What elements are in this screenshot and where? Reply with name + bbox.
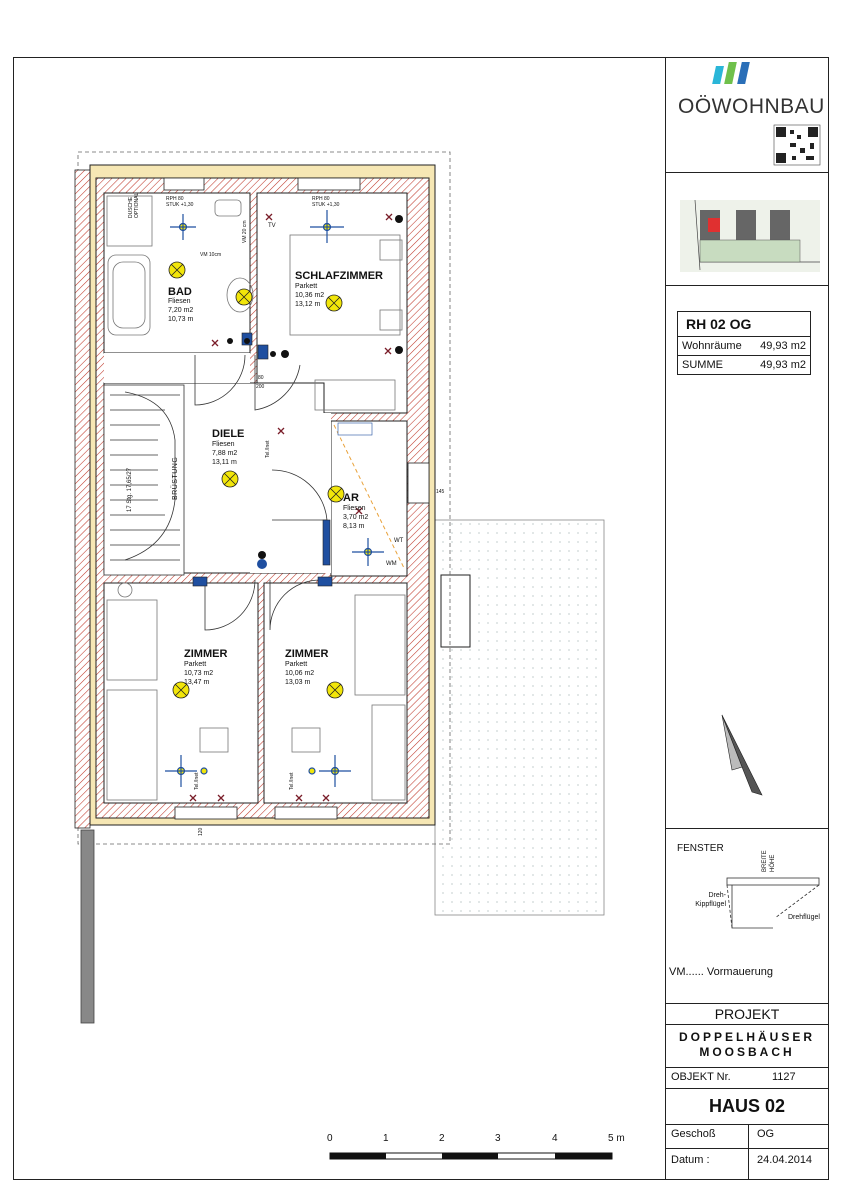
unit-code: RH 02 OG — [678, 312, 810, 337]
object-label: OBJEKT Nr. — [671, 1071, 731, 1083]
sockets — [227, 215, 403, 559]
doors — [194, 354, 328, 631]
site-plan-thumbnail — [680, 199, 820, 272]
dim-80: 80 — [258, 375, 264, 381]
legend-breite: BREITE — [762, 850, 768, 872]
room-name: BAD — [168, 286, 192, 298]
window-legend-symbol — [726, 877, 820, 929]
brand-name: OÖWOHNBAU — [678, 95, 825, 118]
unit-row-value: 49,93 m2 — [760, 340, 806, 352]
north-arrow-icon — [721, 714, 763, 796]
note-bruestung: BRÜSTUNG — [172, 456, 179, 500]
room-zimmer-left: ZIMMER Parkett 10,73 m2 13,47 m — [184, 648, 227, 687]
legend-dreh-kipp: Dreh- Kippflügel — [695, 892, 726, 908]
drawing-frame — [13, 57, 829, 1180]
downpipe — [80, 829, 95, 1024]
title-block — [665, 57, 829, 1180]
room-finish: Fliesen — [343, 505, 366, 512]
note-tel-zimmer1: Tel./Inet — [194, 772, 200, 790]
qr-code-icon — [773, 124, 821, 166]
room-area: 7,88 m2 — [212, 450, 238, 457]
room-bad: BAD Fliesen 7,20 m2 10,73 m — [168, 287, 193, 324]
switches — [189, 213, 393, 802]
dim-120: 120 — [198, 827, 204, 836]
scale-tick: 3 — [495, 1133, 501, 1144]
unit-row-value: 49,93 m2 — [760, 359, 806, 371]
date-label: Datum : — [671, 1154, 710, 1166]
room-perimeter: 13,11 m — [212, 459, 237, 466]
terrace-bench — [440, 574, 471, 648]
room-area: 3,70 m2 — [343, 514, 369, 521]
room-finish: Fliesen — [212, 441, 235, 448]
legend-hoehe: HÖHE — [770, 854, 776, 872]
outlet-markers — [165, 210, 384, 787]
project-label: PROJEKT — [714, 1006, 780, 1022]
note-stuk-sz: RPH 80 STUK +1,30 — [312, 196, 340, 208]
unit-row: Wohnräume 49,93 m2 — [678, 337, 810, 356]
stair — [103, 384, 185, 576]
note-stairs: 17 Stg. 17,65/27 — [127, 467, 133, 512]
wall-left-outer — [74, 169, 91, 829]
note-tel-zimmer2: Tel./Inet — [289, 772, 295, 790]
room-zimmer-right: ZIMMER Parkett 10,06 m2 13,03 m — [285, 648, 328, 687]
project-name-1: DOPPELHÄUSER — [678, 1030, 815, 1044]
room-name: AR — [343, 492, 359, 504]
room-finish: Parkett — [184, 661, 207, 668]
legend-title: FENSTER — [677, 843, 724, 854]
room-finish: Fliesen — [168, 298, 191, 305]
note-tel-diele: Tel./Inet — [265, 440, 271, 458]
legend-vm: VM...... Vormauerung — [669, 966, 773, 978]
windows — [163, 177, 430, 820]
room-ar: AR Fliesen 3,70 m2 8,13 m — [343, 492, 368, 531]
room-perimeter: 13,12 m — [295, 301, 321, 308]
date-value: 24.04.2014 — [757, 1154, 813, 1166]
room-schlafzimmer: SCHLAFZIMMER Parkett 10,36 m2 13,12 m — [295, 270, 383, 309]
house-label: HAUS 02 — [708, 1096, 786, 1116]
room-area: 10,36 m2 — [295, 292, 325, 299]
dim-145: 145 — [436, 489, 445, 495]
object-number: 1127 — [772, 1071, 796, 1083]
brand-logo-icon — [712, 62, 750, 84]
room-name: SCHLAFZIMMER — [295, 270, 383, 282]
note-vm-side: VM 20 cm — [242, 220, 248, 243]
room-name: ZIMMER — [285, 648, 329, 660]
unit-row: SUMME 49,93 m2 — [678, 356, 810, 374]
scale-tick: 0 — [327, 1133, 333, 1144]
furniture — [106, 195, 406, 801]
ceiling-markers — [168, 261, 345, 699]
project-name-2: MOOSBACH — [699, 1045, 795, 1059]
room-finish: Parkett — [295, 283, 318, 290]
room-area: 10,73 m2 — [184, 670, 214, 677]
floor-value: OG — [757, 1128, 775, 1140]
scale-tick: 5 m — [608, 1133, 625, 1144]
floor-label: Geschoß — [671, 1128, 716, 1140]
note-stuk-bad: RPH 80 STUK +1,30 — [166, 196, 194, 208]
scale-bar — [329, 1152, 613, 1160]
unit-row-label: Wohnräume — [682, 340, 742, 352]
scale-tick: 2 — [439, 1133, 445, 1144]
note-tv: TV — [268, 223, 276, 229]
room-perimeter: 13,47 m — [184, 679, 210, 686]
note-vm-bad: VM 10cm — [200, 252, 222, 258]
scale-tick: 1 — [383, 1133, 389, 1144]
room-perimeter: 8,13 m — [343, 523, 365, 530]
note-wm: WM — [386, 561, 397, 567]
scale-tick: 4 — [552, 1133, 558, 1144]
room-area: 10,06 m2 — [285, 670, 315, 677]
room-perimeter: 13,03 m — [285, 679, 311, 686]
note-wt: WT — [394, 538, 404, 544]
unit-table: RH 02 OG Wohnräume 49,93 m2 SUMME 49,93 … — [677, 311, 811, 375]
room-area: 7,20 m2 — [168, 307, 194, 314]
room-name: DIELE — [212, 428, 245, 440]
room-name: ZIMMER — [184, 648, 228, 660]
note-dusche: DUSCHE OPTIONAL — [128, 192, 140, 218]
legend-dreh: Drehflügel — [788, 914, 820, 921]
room-diele: DIELE Fliesen 7,88 m2 13,11 m — [212, 428, 244, 467]
room-finish: Parkett — [285, 661, 308, 668]
unit-row-label: SUMME — [682, 359, 723, 371]
dim-200: 200 — [256, 384, 265, 390]
room-perimeter: 10,73 m — [168, 316, 194, 323]
